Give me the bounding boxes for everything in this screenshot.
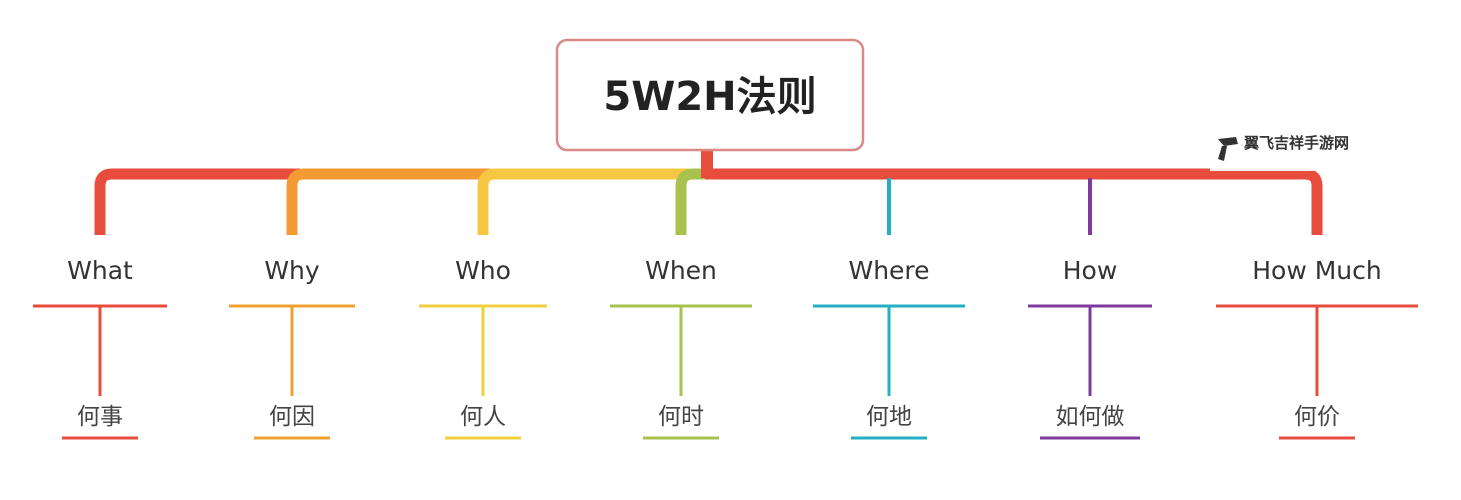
branch-how-much: How Much 何价 [1216,256,1418,440]
connector-who-when [477,168,690,235]
root-title: 5W2H法则 [603,74,816,120]
hammer-logo-icon [1218,137,1238,161]
watermark: 翼飞吉祥手游网 [1210,127,1360,171]
branch-title: Why [264,256,320,285]
branch-how: How 如何做 [1028,256,1152,440]
watermark-text: 翼飞吉祥手游网 [1243,134,1349,152]
branch-title: Where [848,256,929,285]
branch-subtitle: 何人 [460,404,506,430]
branch-subtitle: 何地 [866,404,912,430]
branch-why: Why 何因 [229,256,355,440]
root-box [555,38,865,152]
branch-when: When 何时 [610,256,752,440]
branch-title: How [1063,256,1118,285]
branch-what: What 何事 [33,256,167,440]
branch-subtitle: 何价 [1294,404,1340,430]
connector-lines [94,150,1323,235]
connector-right-trunk [705,168,1323,235]
branch-subtitle: 如何做 [1056,404,1125,430]
root-stub-line [701,150,713,178]
branch-subtitle: 何时 [658,404,704,430]
branch-title: Who [455,256,511,285]
branch-subtitle: 何事 [77,404,123,430]
branch-subtitle: 何因 [269,404,315,430]
branch-title: How Much [1252,256,1382,285]
connector-when-trunk [675,168,705,235]
watermark-background [1210,127,1360,171]
branch-nodes: What 何事 Why 何因 Who 何人 When 何时 Where 何地 How 如何做 How M… [33,256,1418,440]
root-node: 5W2H法则 [555,38,865,152]
branch-title: What [67,256,133,285]
branch-who: Who 何人 [419,256,547,440]
connector-what-why [94,168,300,235]
branch-title: When [645,256,717,285]
branch-where: Where 何地 [813,256,965,440]
connector-why-who [286,168,490,235]
